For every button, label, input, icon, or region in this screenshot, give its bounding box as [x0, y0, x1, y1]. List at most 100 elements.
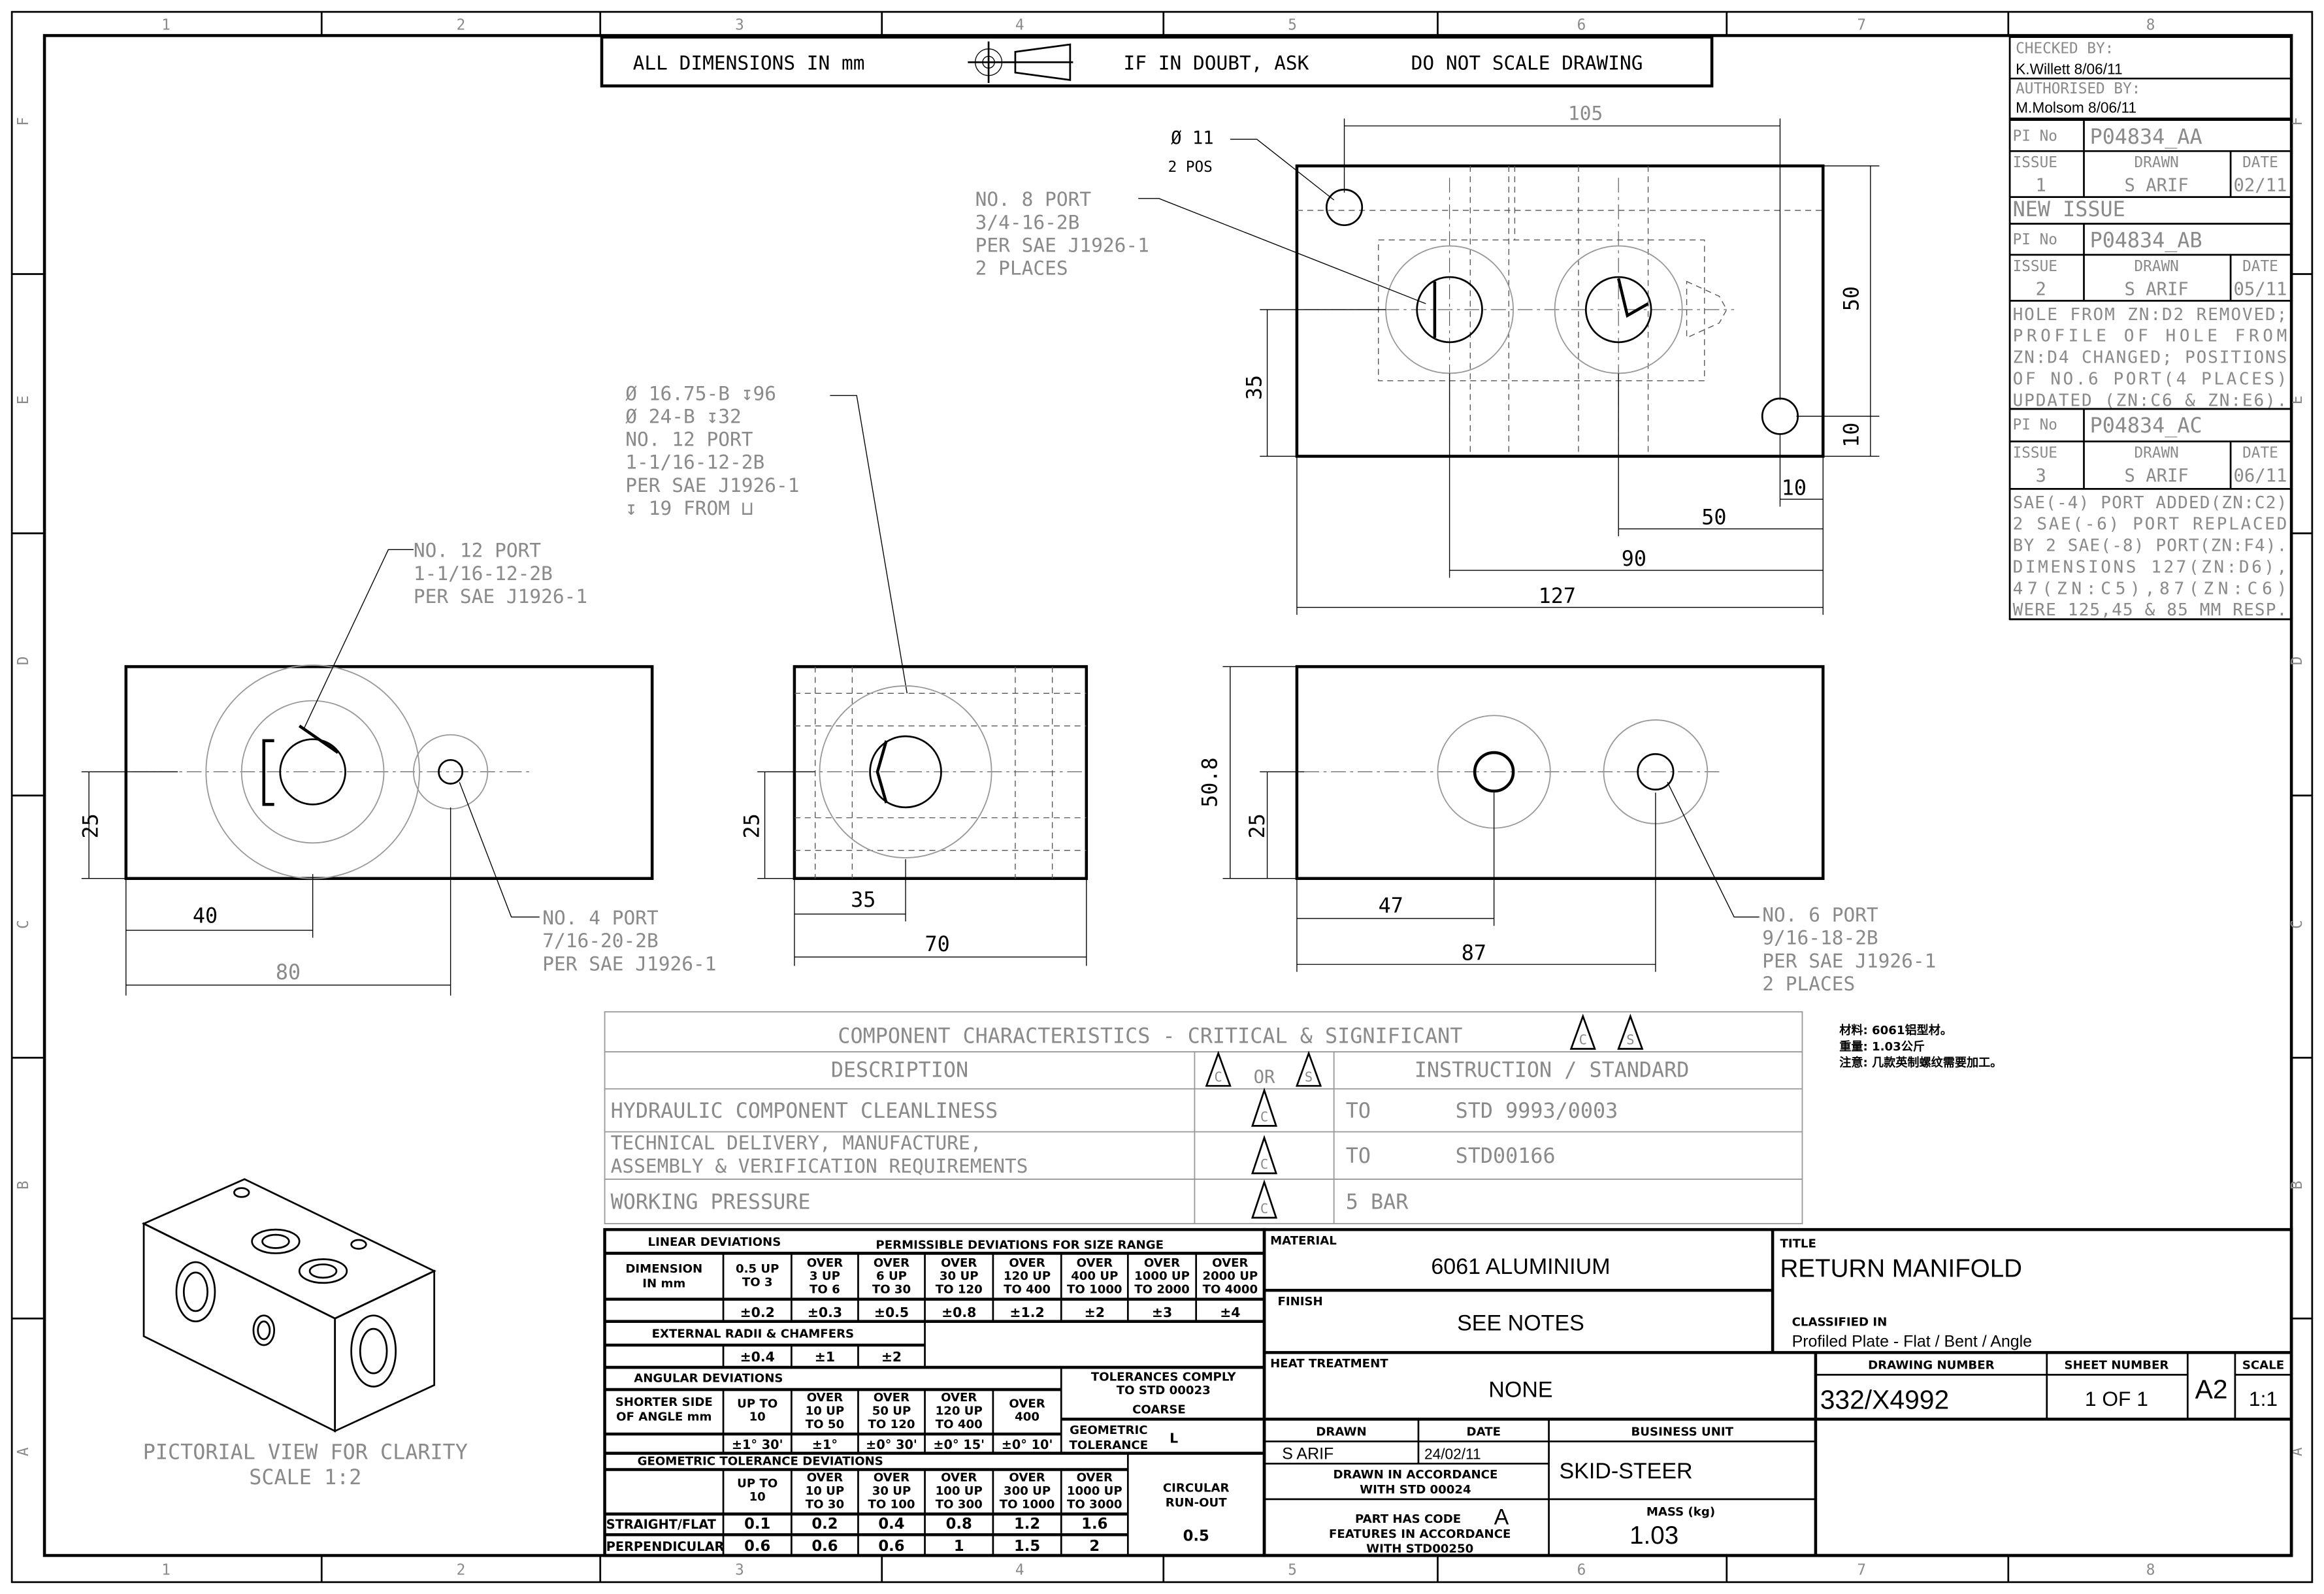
cc-row: TECHNICAL DELIVERY, MANUFACTURE,ASSEMBLY…	[611, 1132, 1556, 1177]
critical-symbol-icon: C	[1251, 1135, 1278, 1175]
drawing-title: RETURN MANIFOLD	[1780, 1255, 2022, 1283]
angular-range: 400	[1015, 1410, 1039, 1424]
revision-note-line: ZN:D4 CHANGED; POSITIONS	[2013, 348, 2287, 368]
component-characteristics-table: COMPONENT CHARACTERISTICS - CRITICAL & S…	[604, 1011, 1803, 1224]
perpendicular-label: PERPENDICULAR	[606, 1539, 725, 1554]
issue-label: ISSUE	[2013, 258, 2057, 275]
symbol-letter: S	[1305, 1069, 1313, 1084]
classified-value: Profiled Plate - Flat / Bent / Angle	[1792, 1332, 2032, 1350]
perpendicular-value: 0.6	[744, 1538, 770, 1555]
geo-range: 1000 UP	[1067, 1484, 1122, 1498]
port-8-callout-line-2: 3/4-16-2B	[975, 211, 1080, 233]
detail-line-2: Ø 24-B ↧32	[625, 405, 741, 427]
geometric-label: GEOMETRIC	[1070, 1423, 1147, 1437]
top-view: 105 50 10 35 10 50 90 127 Ø 11 2 POS NO.…	[975, 103, 1880, 615]
angular-range: TO 120	[868, 1418, 915, 1431]
symbol-letter: C	[1215, 1069, 1222, 1084]
significant-symbol-icon: S	[1617, 1013, 1644, 1050]
perpendicular-value: 0.6	[878, 1538, 904, 1555]
dim-40: 40	[193, 905, 218, 928]
linear-range: TO 2000	[1134, 1283, 1190, 1297]
port-6-callout-line-2: 9/16-18-2B	[1762, 927, 1878, 949]
zone-row-label: D	[15, 657, 32, 666]
linear-range: OVER	[1144, 1256, 1180, 1270]
revision-date: 06/11	[2234, 466, 2287, 486]
linear-range: 1000 UP	[1134, 1269, 1190, 1283]
zone-row-label: E	[15, 395, 32, 404]
linear-range: 30 UP	[940, 1269, 979, 1283]
drawing-number: 332/X4992	[1820, 1385, 1949, 1415]
title-label: TITLE	[1780, 1237, 1816, 1250]
front-view-left: 25 40 80 NO. 12 PORT 1-1/16-12-2B PER SA…	[80, 540, 716, 996]
cc-description: ASSEMBLY & VERIFICATION REQUIREMENTS	[611, 1155, 1028, 1177]
mass-label: MASS (kg)	[1646, 1505, 1715, 1519]
drawn-by: S ARIF	[2125, 176, 2189, 196]
zone-row-label: D	[2289, 657, 2306, 666]
geometric-class: L	[1170, 1431, 1178, 1446]
perpendicular-value: 2	[1089, 1538, 1100, 1555]
dim-35: 35	[851, 888, 876, 912]
issue-number: 2	[2036, 279, 2046, 299]
revision-note-line: 2 SAE(-6) PORT REPLACED	[2013, 515, 2287, 534]
linear-range: OVER	[1212, 1256, 1248, 1270]
revision-note-line: DIMENSIONS 127(ZN:D6),	[2013, 557, 2287, 577]
perpendicular-value: 1	[954, 1538, 964, 1555]
cc-col-instruction: INSTRUCTION / STANDARD	[1415, 1059, 1690, 1082]
port-12-callout-line-3: PER SAE J1926-1	[414, 585, 587, 608]
dimensions-note: ALL DIMENSIONS IN mm	[633, 52, 865, 74]
port-12-detail-callout: Ø 16.75-B ↧96 Ø 24-B ↧32 NO. 12 PORT 1-1…	[625, 382, 908, 694]
angular-value: ±0° 30'	[866, 1437, 917, 1452]
heat-treatment-value: NONE	[1488, 1377, 1552, 1402]
symbol-letter: C	[1579, 1032, 1587, 1048]
cc-standard: STD 9993/0003	[1456, 1099, 1618, 1123]
pictorial-view: PICTORIAL VIEW FOR CLARITY SCALE 1:2	[141, 1178, 468, 1489]
zone-column-label: 1	[161, 1562, 171, 1579]
authorised-value: M.Molsom 8/06/11	[2016, 99, 2136, 116]
drawn-label: DRAWN	[2135, 258, 2179, 275]
port-8-callout-line-4: 2 PLACES	[975, 257, 1068, 280]
detail-line-1: Ø 16.75-B ↧96	[625, 382, 776, 404]
zone-row-label: B	[2289, 1180, 2306, 1190]
port-4-callout-line-1: NO. 4 PORT	[542, 907, 659, 929]
dim-50-vertical: 50	[1841, 286, 1864, 311]
port-8-hole	[1416, 276, 1483, 344]
zone-row-label: F	[15, 117, 32, 126]
linear-value: ±0.8	[941, 1305, 976, 1320]
port-4-callout-line-3: PER SAE J1926-1	[542, 952, 716, 975]
revision-note-line: SAE(-4) PORT ADDED(ZN:C2)	[2013, 493, 2287, 513]
triangle	[1205, 1050, 1232, 1087]
date-label: DATE	[2242, 445, 2278, 462]
geometric-label: TOLERANCE	[1070, 1439, 1149, 1452]
note-material: 材料: 6061铝型材。	[1839, 1023, 1952, 1037]
zone-column-label: 5	[1288, 16, 1297, 33]
cc-description: TECHNICAL DELIVERY, MANUFACTURE,	[611, 1132, 982, 1154]
hole-callout-count: 2 POS	[1168, 159, 1213, 176]
triangle	[1617, 1013, 1644, 1050]
linear-range: 6 UP	[876, 1269, 907, 1283]
drawn-by: S ARIF	[2125, 279, 2189, 299]
cc-to: TO	[1346, 1145, 1371, 1168]
drawn-label: DRAWN	[2135, 154, 2179, 171]
chinese-notes: 材料: 6061铝型材。 重量: 1.03公斤 注意: 几款英制螺纹需要加工。	[1839, 1023, 2002, 1070]
port-4-callout: NO. 4 PORT 7/16-20-2B PER SAE J1926-1	[459, 782, 716, 975]
geo-range: 10	[749, 1490, 766, 1504]
radii-value: ±0.4	[740, 1349, 775, 1365]
straight-value: 1.2	[1014, 1516, 1040, 1533]
dimension-label: DIMENSION	[625, 1262, 702, 1276]
dim-80: 80	[276, 961, 301, 984]
dim-10-horizontal: 10	[1782, 476, 1807, 500]
port-6-callout: NO. 6 PORT 9/16-18-2B PER SAE J1926-1 2 …	[1667, 782, 1936, 995]
drawn-label: DRAWN	[2135, 445, 2179, 462]
linear-range: TO 4000	[1203, 1283, 1258, 1297]
revision-note-line: UPDATED (ZN:C6 & ZN:E6).	[2013, 391, 2287, 410]
comply-line: TOLERANCES COMPLY	[1091, 1370, 1237, 1384]
port-4-callout-line-2: 7/16-20-2B	[542, 930, 658, 952]
zone-row-label: A	[2289, 1447, 2306, 1456]
port-8-hole	[1584, 276, 1652, 344]
part-code-line-3: WITH STD00250	[1366, 1542, 1473, 1556]
title-block: MATERIAL 6061 ALUMINIUM FINISH SEE NOTES…	[1262, 1228, 2293, 1557]
